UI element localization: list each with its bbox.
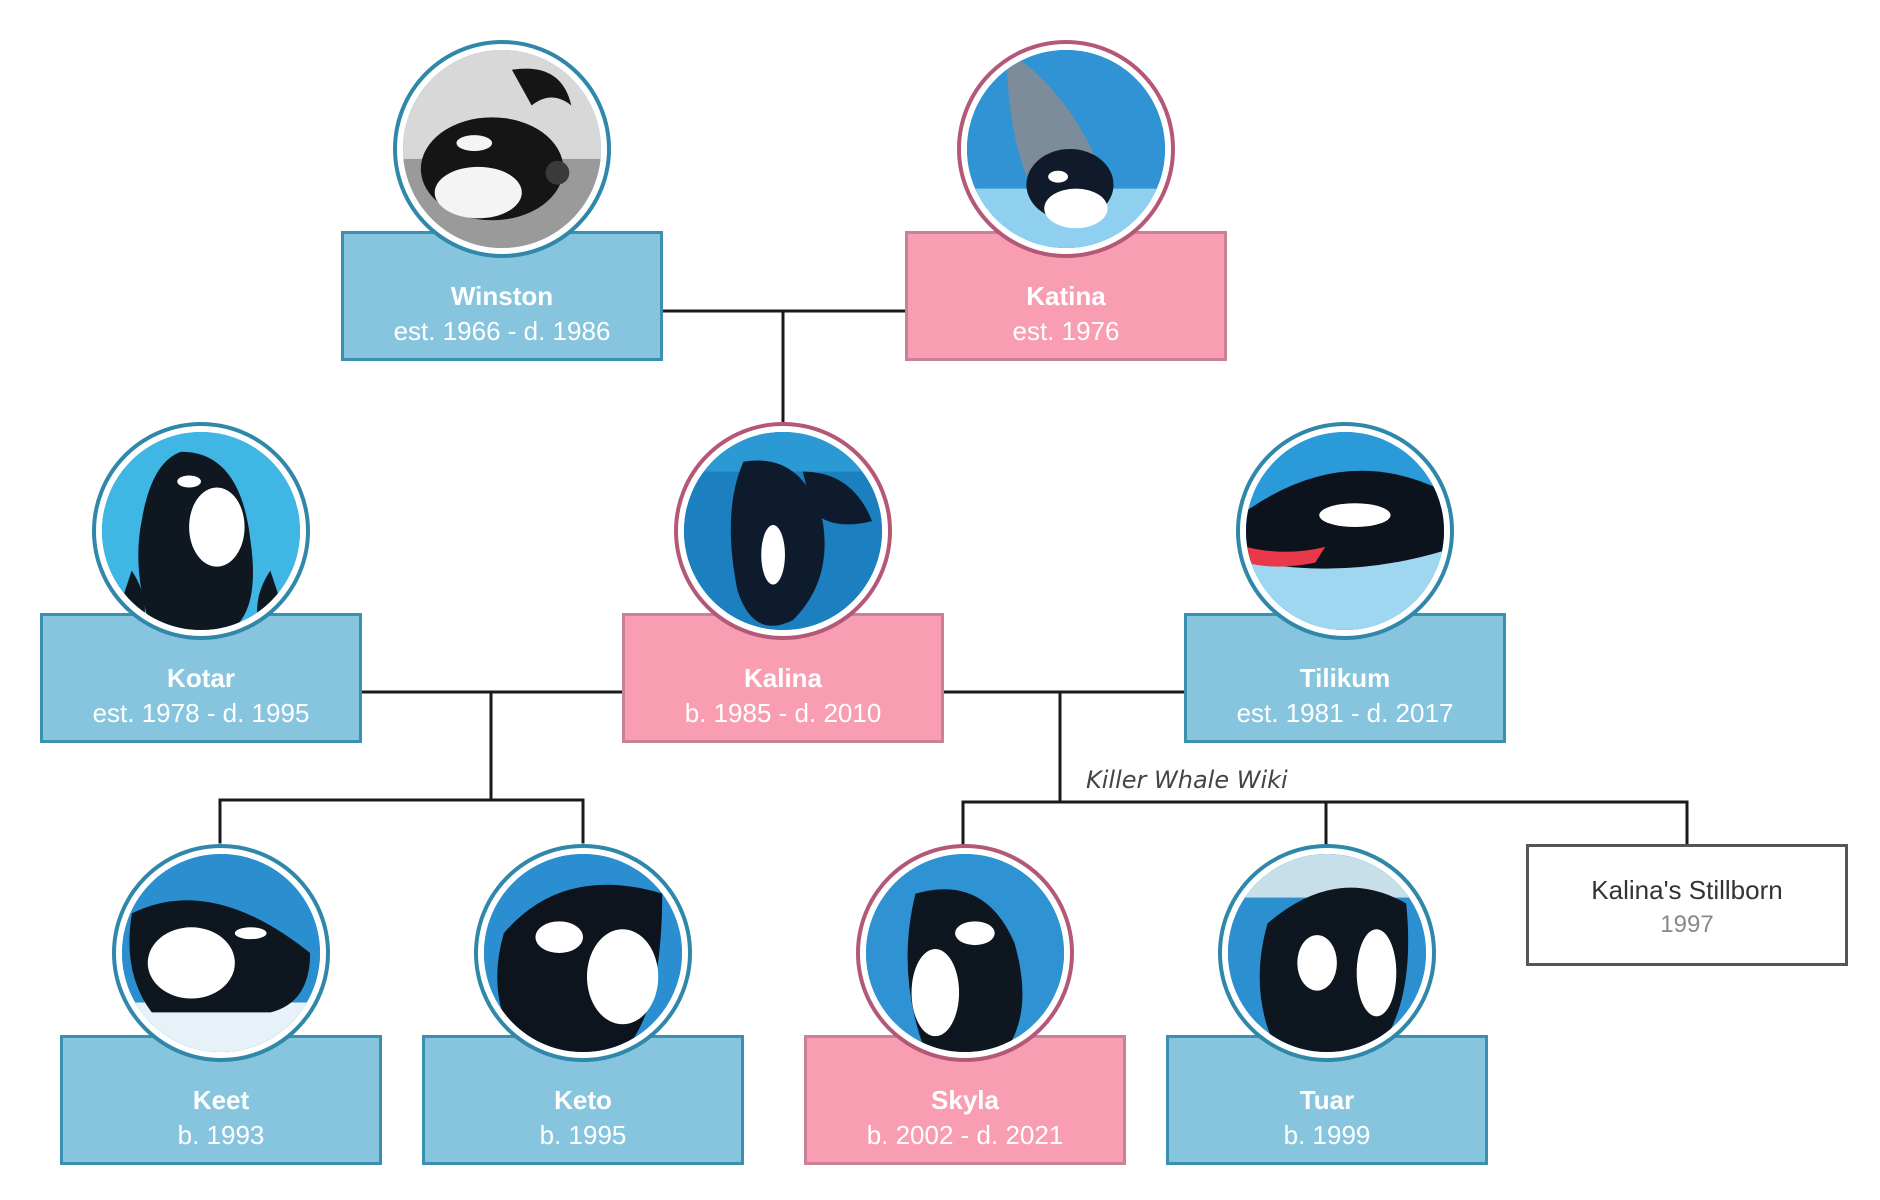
card: Winston est. 1966 - d. 1986 (341, 231, 663, 361)
node-kalina[interactable]: Kalina b. 1985 - d. 2010 (622, 422, 944, 744)
orca-photo (393, 40, 611, 258)
node-dates: b. 1993 (177, 1120, 265, 1150)
node-dates: b. 1995 (539, 1120, 627, 1150)
node-name: Keto (554, 1085, 612, 1115)
node-name: Kalina's Stillborn (1591, 875, 1783, 905)
node-kotar[interactable]: Kotar est. 1978 - d. 1995 (40, 422, 362, 744)
orca-photo (1218, 844, 1436, 1062)
photo-pool (1228, 854, 1426, 1052)
node-dates: est. 1976 (1012, 316, 1120, 346)
node-katina[interactable]: Katina est. 1976 (905, 40, 1227, 362)
photo-bw (403, 50, 601, 248)
node-keto[interactable]: Keto b. 1995 (422, 844, 744, 1166)
node-keet[interactable]: Keet b. 1993 (60, 844, 382, 1166)
orca-photo (474, 844, 692, 1062)
node-dates: est. 1978 - d. 1995 (92, 698, 310, 728)
node-dates: est. 1966 - d. 1986 (393, 316, 611, 346)
photo-pool (484, 854, 682, 1052)
photo-aqua (102, 432, 300, 630)
orca-photo (92, 422, 310, 640)
photo-water (1246, 432, 1444, 630)
node-kalinas-stillborn[interactable]: Kalina's Stillborn 1997 (1526, 844, 1848, 966)
node-name: Skyla (931, 1085, 999, 1115)
node-dates: b. 1985 - d. 2010 (684, 698, 882, 728)
orca-photo (1236, 422, 1454, 640)
node-name: Kalina (743, 663, 823, 693)
node-name: Keet (192, 1085, 250, 1115)
node-tilikum[interactable]: Tilikum est. 1981 - d. 2017 (1184, 422, 1506, 744)
photo-pool (122, 854, 320, 1052)
card: Kalina's Stillborn 1997 (1526, 844, 1848, 966)
node-skyla[interactable]: Skyla b. 2002 - d. 2021 (804, 844, 1126, 1166)
photo-pool (866, 854, 1064, 1052)
node-name: Katina (1026, 281, 1106, 311)
node-name: Tuar (1299, 1085, 1355, 1115)
orca-photo (674, 422, 892, 640)
node-name: Tilikum (1299, 663, 1391, 693)
photo-blue (967, 50, 1165, 248)
photo-deep (684, 432, 882, 630)
orca-photo (856, 844, 1074, 1062)
node-tuar[interactable]: Tuar b. 1999 (1166, 844, 1488, 1166)
card: Tuar b. 1999 (1166, 1035, 1488, 1165)
node-dates: 1997 (1660, 911, 1714, 938)
node-dates: b. 1999 (1283, 1120, 1371, 1150)
node-name: Winston (450, 281, 554, 311)
node-dates: b. 2002 - d. 2021 (866, 1120, 1064, 1150)
node-dates: est. 1981 - d. 2017 (1236, 698, 1454, 728)
watermark-text: Killer Whale Wiki (1086, 766, 1288, 794)
node-name: Kotar (167, 663, 235, 693)
orca-photo (957, 40, 1175, 258)
node-winston[interactable]: Winston est. 1966 - d. 1986 (341, 40, 663, 362)
orca-photo (112, 844, 330, 1062)
